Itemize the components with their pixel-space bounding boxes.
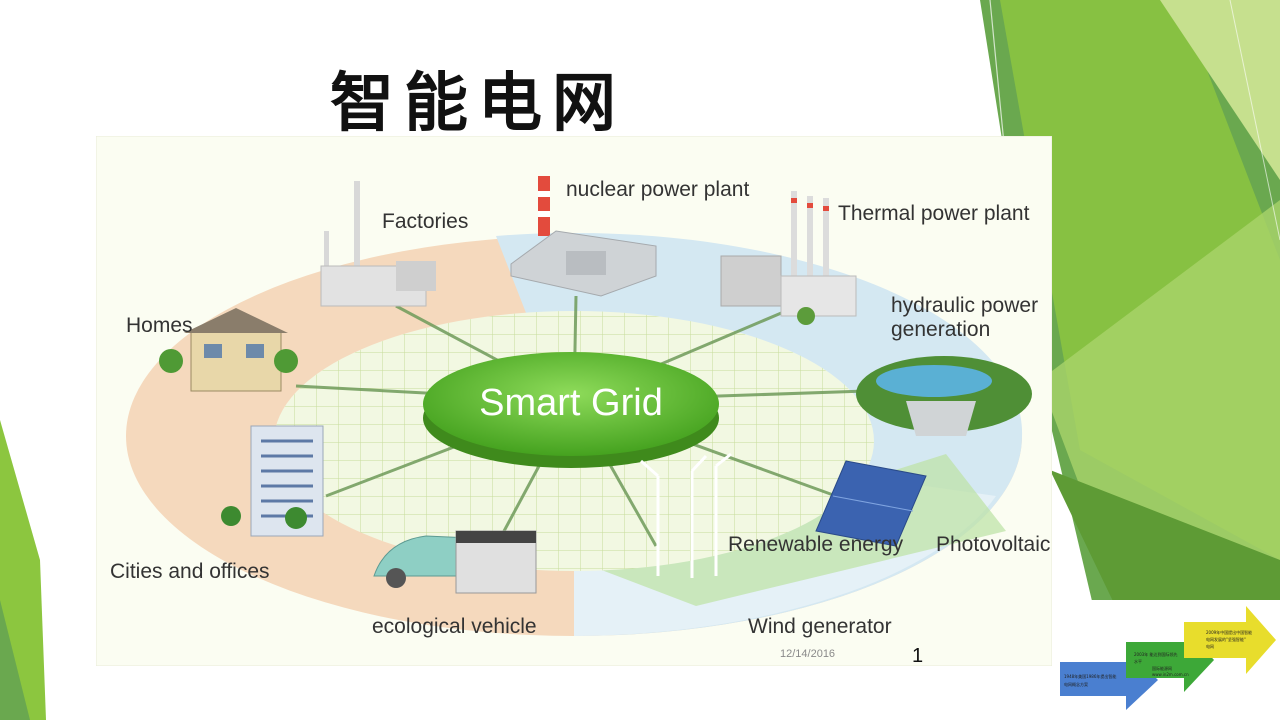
smart-grid-diagram: Smart Grid Factories nuclear power plant… <box>96 136 1052 666</box>
label-cities: Cities and offices <box>110 560 270 583</box>
label-photovoltaic: Photovoltaic <box>936 533 1050 556</box>
wind-turbine-icon <box>640 452 732 578</box>
logo-url: www.in2m.com.cn <box>1152 672 1189 677</box>
slide-title: 智能电网 <box>330 66 626 141</box>
label-nuclear: nuclear power plant <box>566 178 749 201</box>
label-thermal: Thermal power plant <box>838 202 1030 225</box>
label-renewable: Renewable energy <box>728 533 904 556</box>
label-factories: Factories <box>382 210 468 233</box>
nuclear-plant-icon <box>510 176 657 297</box>
label-hydraulic-line2: generation <box>891 318 990 341</box>
yellow-arrow <box>1184 606 1276 674</box>
logo-text-3a: 2009年中国提出中国智能 <box>1206 629 1252 635</box>
electric-car-icon <box>373 530 537 594</box>
logo-text-2c: 国际能源网 <box>1152 665 1172 671</box>
solar-panel-icon <box>815 460 927 547</box>
logo-text-1b: 电网概念方案 <box>1064 681 1088 687</box>
logo-text-1a: 1948年美国1986年提出智能 <box>1064 673 1116 679</box>
logo-text-2a: 2003年 能达到国际领先 <box>1134 651 1177 657</box>
hub-label: Smart Grid <box>479 382 663 424</box>
thermal-plant-icon <box>720 191 857 325</box>
factory-icon <box>320 181 436 307</box>
slide-date: 12/14/2016 <box>780 648 836 660</box>
page-number: 1 <box>912 645 924 667</box>
label-vehicle: ecological vehicle <box>372 615 537 638</box>
smart-grid-hub: Smart Grid <box>423 352 719 468</box>
corner-logo: 1948年美国1986年提出智能 电网概念方案 2003年 能达到国际领先 水平… <box>1056 600 1280 720</box>
label-wind: Wind generator <box>748 615 892 638</box>
office-building-icon <box>221 425 324 537</box>
logo-text-2b: 水平 <box>1134 658 1142 664</box>
label-homes: Homes <box>126 314 193 337</box>
label-hydraulic-line1: hydraulic power <box>891 294 1038 317</box>
hydraulic-dam-icon <box>856 356 1032 436</box>
logo-text-3c: 电网 <box>1206 643 1214 649</box>
house-icon <box>159 308 298 392</box>
logo-text-3b: 电网发展的"坚强智能" <box>1206 636 1246 642</box>
